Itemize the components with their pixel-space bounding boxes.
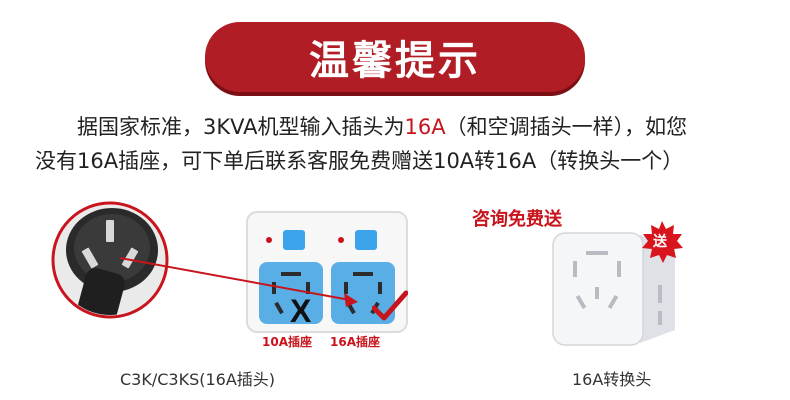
plug-image [51, 201, 169, 319]
notice-line2: 没有16A插座，可下单后联系客服免费赠送10A转16A（转换头一个） [35, 149, 684, 173]
notice-line1-a: 据国家标准，3KVA机型输入插头为 [77, 115, 405, 139]
cross-mark: X [290, 293, 312, 329]
socket-10a-label: 10A插座 [262, 335, 312, 349]
notice-line1-b: （和空调插头一样），如您 [445, 115, 688, 139]
promo-badge-text: 送 [653, 234, 667, 250]
adapter-image [552, 232, 675, 346]
promo-badge-icon [642, 221, 683, 263]
socket-16a-label: 16A插座 [330, 335, 380, 349]
banner-title: 温馨提示 [309, 38, 481, 84]
promo-label: 咨询免费送 [472, 209, 562, 230]
plug-caption: C3K/C3KS(16A插头) [120, 370, 276, 389]
adapter-caption: 16A转换头 [572, 370, 652, 389]
notice-line1-highlight: 16A [404, 115, 446, 139]
title-banner: 温馨提示 [205, 22, 585, 92]
socket-strip-image [246, 211, 408, 333]
notice-text: 据国家标准，3KVA机型输入插头为16A（和空调插头一样），如您 没有16A插座… [35, 110, 775, 178]
checkmark-icon [372, 290, 408, 321]
